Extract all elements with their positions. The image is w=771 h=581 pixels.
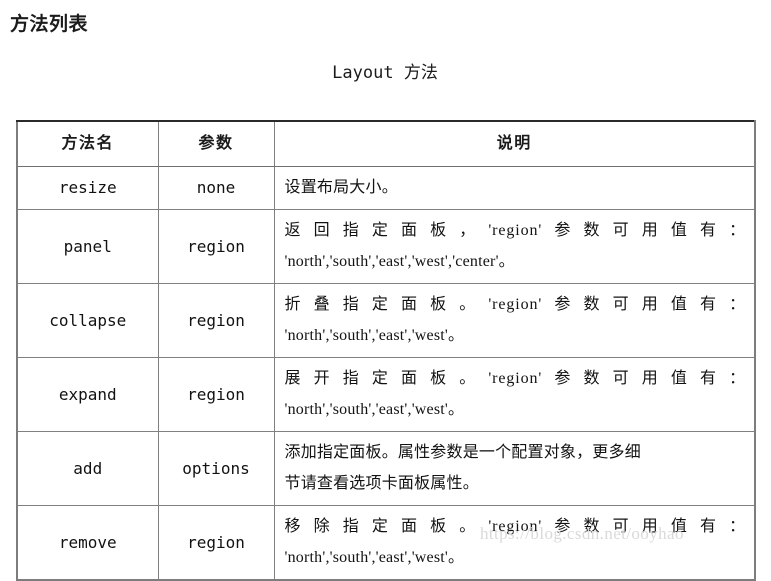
column-header-label: 方法名 [61, 135, 114, 152]
table-row: resize none 设置布局大小。 [16, 166, 756, 210]
column-header-description: 说明 [273, 120, 756, 167]
cell-parameter: region [157, 283, 275, 358]
description-line-1: 折叠指定面板。'region'参数可用值有： [284, 296, 746, 313]
description-line-2: 'north','south','east','west'。 [284, 401, 465, 418]
description-line-1: 移除指定面板。'region'参数可用值有： [284, 518, 746, 535]
cell-method-name: expand [16, 357, 159, 432]
cell-method-name: resize [16, 166, 159, 210]
cell-method-name: collapse [16, 283, 159, 358]
description-line-1: 添加指定面板。属性参数是一个配置对象，更多细 [284, 444, 641, 461]
column-header-method-name: 方法名 [16, 120, 159, 167]
description-line-2: 'north','south','east','west'。 [284, 327, 465, 344]
method-name: collapse [49, 310, 127, 330]
method-name: remove [58, 532, 117, 552]
method-name: resize [58, 178, 117, 197]
cell-method-name: panel [16, 209, 159, 284]
table-row: collapse region 折叠指定面板。'region'参数可用值有： '… [16, 283, 756, 358]
method-name: expand [58, 384, 117, 404]
page-title: 方法列表 [10, 14, 89, 35]
parameter-name: options [182, 458, 250, 478]
column-header-parameter: 参数 [157, 120, 275, 167]
description-line-1: 返回指定面板，'region'参数可用值有： [284, 222, 746, 239]
cell-method-name: remove [16, 505, 159, 581]
description-line-2: 'north','south','east','west','center'。 [284, 253, 515, 270]
description-line-1: 设置布局大小。 [284, 179, 398, 196]
column-header-label: 说明 [496, 135, 532, 152]
description-text: 移除指定面板。'region'参数可用值有： 'north','south','… [275, 506, 755, 579]
description-line-2: 节请查看选项卡面板属性。 [284, 475, 479, 492]
cell-description: 移除指定面板。'region'参数可用值有： 'north','south','… [273, 505, 756, 581]
table-row: remove region 移除指定面板。'region'参数可用值有： 'no… [16, 505, 756, 581]
cell-parameter: options [157, 431, 275, 506]
parameter-name: region [187, 236, 245, 256]
description-text: 展开指定面板。'region'参数可用值有： 'north','south','… [275, 358, 755, 431]
description-text: 添加指定面板。属性参数是一个配置对象，更多细 节请查看选项卡面板属性。 [275, 432, 755, 505]
column-header-label: 参数 [198, 135, 234, 152]
parameter-name: region [187, 384, 245, 404]
table-row: panel region 返回指定面板，'region'参数可用值有： 'nor… [16, 209, 756, 284]
method-name: add [73, 458, 103, 478]
parameter-name: region [187, 532, 245, 552]
cell-parameter: region [157, 505, 275, 581]
table-caption: Layout 方法 [332, 63, 438, 83]
cell-description: 添加指定面板。属性参数是一个配置对象，更多细 节请查看选项卡面板属性。 [273, 431, 756, 506]
cell-method-name: add [16, 431, 159, 506]
cell-description: 折叠指定面板。'region'参数可用值有： 'north','south','… [273, 283, 756, 358]
methods-table: 方法名 参数 说明 resize none 设置布局大小。 [16, 120, 756, 581]
table-row: expand region 展开指定面板。'region'参数可用值有： 'no… [16, 357, 756, 432]
description-line-1: 展开指定面板。'region'参数可用值有： [284, 370, 746, 387]
table-row: add options 添加指定面板。属性参数是一个配置对象，更多细 节请查看选… [16, 431, 756, 506]
description-text: 设置布局大小。 [275, 167, 755, 209]
cell-description: 展开指定面板。'region'参数可用值有： 'north','south','… [273, 357, 756, 432]
cell-parameter: none [157, 166, 275, 210]
cell-parameter: region [157, 357, 275, 432]
cell-parameter: region [157, 209, 275, 284]
table-body: resize none 设置布局大小。 panel region 返回指定面板，… [16, 166, 756, 581]
description-text: 折叠指定面板。'region'参数可用值有： 'north','south','… [275, 284, 755, 357]
table-header: 方法名 参数 说明 [16, 120, 756, 167]
parameter-name: none [196, 178, 236, 197]
table-header-row: 方法名 参数 说明 [16, 120, 756, 167]
description-text: 返回指定面板，'region'参数可用值有： 'north','south','… [275, 210, 755, 283]
cell-description: 设置布局大小。 [273, 166, 756, 210]
cell-description: 返回指定面板，'region'参数可用值有： 'north','south','… [273, 209, 756, 284]
method-name: panel [63, 236, 112, 256]
parameter-name: region [187, 310, 245, 330]
